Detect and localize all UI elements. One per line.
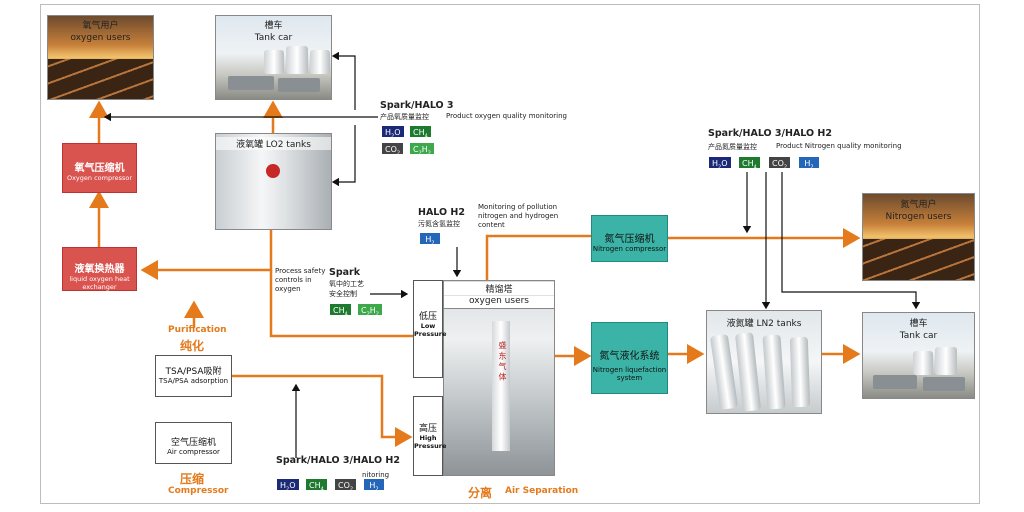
h2o-chip: H2O (381, 125, 405, 140)
spark-safety-title: Spark (329, 267, 361, 278)
low-pressure-en: Low Pressure (414, 322, 447, 338)
lox-heat-exchanger-cn: 液氧换热器 (74, 264, 125, 275)
high-pressure-box: 高压 High Pressure (413, 396, 447, 476)
safety-c2h2-chip: C2H2 (357, 303, 383, 318)
oxygen-users-en: oxygen users (70, 33, 131, 43)
air-compressor-en: Air compressor (167, 448, 220, 456)
tank-car-top-box: 槽车 Tank car (215, 15, 332, 100)
high-pressure-en: High Pressure (414, 434, 447, 450)
halo-h2-cn: 污氮含氢监控 (418, 220, 460, 228)
process-safety-label: Process safety controls in oxygen (275, 267, 326, 293)
bottom-h2o-chip: H2O (276, 478, 300, 493)
pollution-monitoring-label: Monitoring of pollution nitrogen and hyd… (478, 203, 559, 229)
tower-column (492, 321, 510, 451)
purification-cn: 纯化 (180, 339, 205, 353)
spark-halo3-n2-en: Product Nitrogen quality monitoring (776, 142, 902, 150)
nitrogen-liquefaction-en: Nitrogen liquefaction system (592, 366, 667, 382)
spark-safety-cn2: 安全控制 (329, 290, 357, 298)
n2-h2-chip: H2 (798, 156, 820, 171)
safety-ch4-chip: CH4 (329, 303, 352, 318)
purification-en: Purification (168, 325, 227, 335)
ch4-chip: CH4 (409, 125, 432, 140)
tank-car-right-box: 槽车 Tank car (862, 312, 975, 399)
line-monitor-to-lo2 (331, 125, 356, 187)
line-n2mon-to-tankcar (781, 172, 921, 310)
air-separation-cn: 分离 (468, 486, 493, 500)
n2-co2-chip: CO2 (768, 156, 792, 171)
c2h2-chip: C2H2 (409, 142, 435, 157)
low-pressure-cn: 低压 (418, 312, 437, 322)
co2-chip: CO2 (381, 142, 405, 157)
spark-halo3-o2-title: Spark/HALO 3 (380, 100, 454, 111)
tank-car-top-cn: 槽车 (264, 21, 283, 31)
line-monitor-to-tankcar (331, 51, 356, 110)
low-pressure-box: 低压 Low Pressure (413, 280, 447, 378)
oxygen-users-cn: 氧气用户 (82, 21, 119, 31)
line-lo2-to-lox (140, 230, 273, 280)
oxygen-users-box: 氧气用户 oxygen users (47, 15, 154, 100)
spark-halo3-n2-title: Spark/HALO 3/HALO H2 (708, 128, 832, 139)
diagram-frame (40, 4, 980, 504)
nitrogen-compressor-en: Nitrogen compressor (592, 245, 667, 253)
nitrogen-users-en: Nitrogen users (885, 212, 952, 222)
halo-h2-chip: H2 (419, 232, 441, 247)
nitrogen-pipelines-image (863, 238, 974, 280)
nitrogen-compressor-box: 氮气压缩机 Nitrogen compressor (591, 215, 668, 262)
lo2-tanks-label: 液氧罐 LO2 tanks (216, 137, 331, 150)
oxygen-compressor-box: 氧气压缩机 Oxygen compressor (62, 143, 137, 193)
lo2-tanks-box: 液氧罐 LO2 tanks (215, 133, 332, 230)
compressor-cn: 压缩 (180, 472, 205, 486)
tank-car-right-en: Tank car (899, 331, 938, 341)
lox-heat-exchanger-en: liquid oxygen heat exchanger (69, 275, 130, 291)
truck-right-image (873, 375, 917, 389)
nitrogen-liquefaction-box: 氮气液化系统 Nitrogen liquefaction system (591, 322, 668, 394)
high-pressure-cn: 高压 (418, 424, 437, 434)
pipelines-image (48, 59, 153, 99)
oxygen-compressor-cn: 氧气压缩机 (74, 163, 125, 174)
nitrogen-compressor-cn: 氮气压缩机 (604, 234, 655, 245)
tower-sign: 盛 东 气 体 (498, 341, 507, 381)
truck-image (228, 76, 274, 90)
n2-ch4-chip: CH4 (738, 156, 761, 171)
tsa-psa-en: TSA/PSA adsorption (158, 377, 229, 385)
spark-bottom-partial: nitoring (362, 471, 390, 479)
nitrogen-users-cn: 氮气用户 (900, 200, 937, 210)
ln2-tanks-label: 液氮罐 LN2 tanks (726, 319, 802, 329)
bottom-h2-chip: H2 (363, 478, 385, 493)
air-compressor-box: 空气压缩机 Air compressor (155, 422, 232, 464)
tank-car-right-cn: 槽车 (909, 319, 928, 329)
spark-halo3-n2-cn: 产品氮质量监控 (708, 143, 757, 151)
nitrogen-users-box: 氮气用户 Nitrogen users (862, 193, 975, 281)
tower-cn: 精馏塔 (444, 282, 554, 295)
bottom-ch4-chip: CH4 (305, 478, 328, 493)
logo-icon (266, 164, 280, 178)
compressor-en: Compressor (168, 486, 229, 496)
spark-halo3-o2-cn: 产品氧质量监控 (380, 113, 429, 121)
air-separation-en: Air Separation (505, 486, 579, 496)
spark-bottom-title: Spark/HALO 3/HALO H2 (276, 455, 400, 466)
lox-heat-exchanger-box: 液氧换热器 liquid oxygen heat exchanger (62, 247, 137, 291)
spark-halo3-o2-en: Product oxygen quality monitoring (446, 112, 567, 120)
nitrogen-liquefaction-cn: 氮气液化系统 (599, 351, 660, 362)
bottom-co2-chip: CO2 (334, 478, 358, 493)
line-tsa-to-hp (232, 374, 413, 447)
tsa-psa-box: TSA/PSA吸附 TSA/PSA adsorption (155, 355, 232, 397)
spark-safety-cn1: 氧中的工艺 (329, 280, 364, 288)
n2-h2o-chip: H2O (708, 156, 732, 171)
ln2-tanks-box: 液氮罐 LN2 tanks (706, 310, 822, 414)
halo-h2-title: HALO H2 (418, 207, 465, 218)
line-tower-to-n2comp (485, 234, 591, 280)
line-tower-to-lo2 (269, 270, 413, 338)
tank-car-top-en: Tank car (254, 33, 293, 43)
oxygen-compressor-en: Oxygen compressor (66, 174, 133, 182)
tower-en: oxygen users (444, 296, 554, 309)
air-compressor-cn: 空气压缩机 (170, 438, 216, 448)
distillation-tower-box: 精馏塔 oxygen users 盛 东 气 体 (443, 280, 555, 476)
tsa-psa-cn: TSA/PSA吸附 (165, 367, 222, 377)
